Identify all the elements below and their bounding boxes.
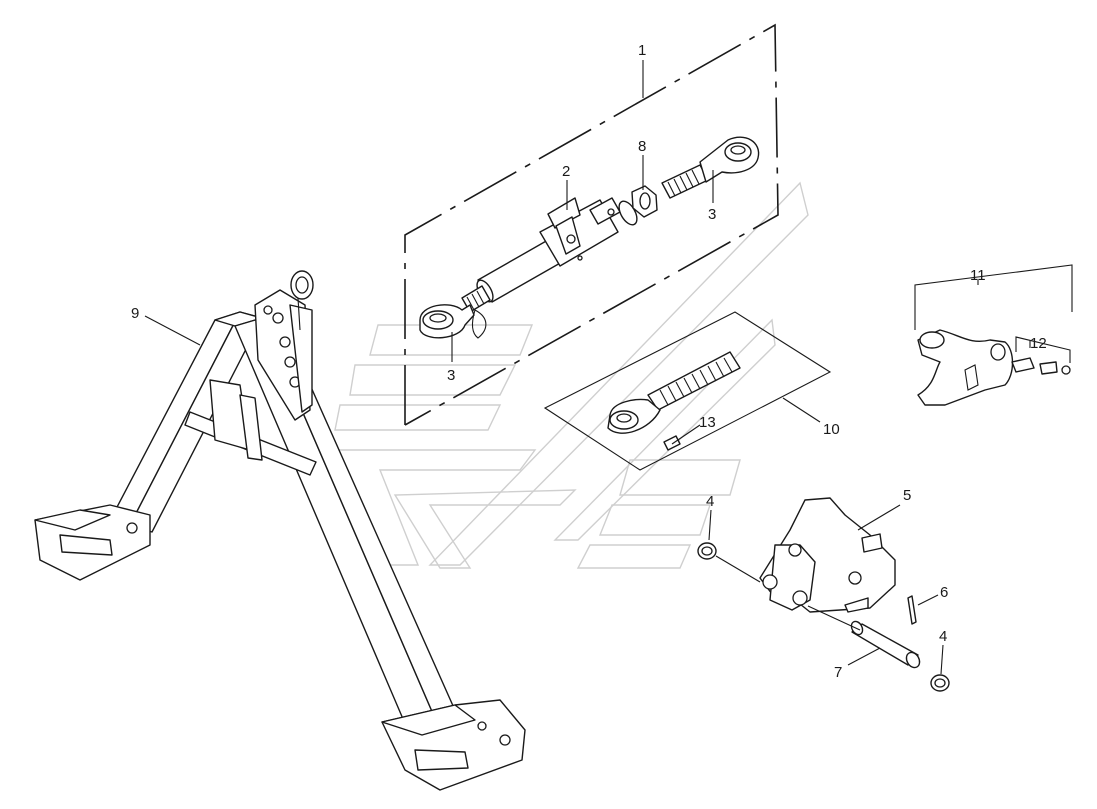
universal-joint-yoke [917,329,1014,406]
callout-10: 10 [823,421,840,438]
top-link-cylinder [461,197,638,339]
callout-8: 8 [638,138,646,155]
cotter-pin [907,595,917,625]
hitch-pin [850,620,921,669]
kit-frame-10 [543,311,832,471]
callout-6: 6 [940,584,948,601]
leader-lines [144,155,1031,675]
callout-3-upper: 3 [708,206,716,223]
callout-4-upper: 4 [706,493,714,510]
callout-13: 13 [699,414,716,431]
assembly-frame-1 [404,23,779,426]
callout-3-lower: 3 [447,367,455,384]
callout-7: 7 [834,664,842,681]
locking-bolt-kit [1011,336,1071,375]
grease-nipple [663,435,681,451]
callout-4-lower: 4 [939,628,947,645]
ball-joint-threaded-rod [607,351,741,434]
washer-upper [697,542,717,560]
callout-5: 5 [903,487,911,504]
callout-12: 12 [1030,335,1047,352]
ball-joint-eye-lower [419,304,475,339]
hitch-bracket [759,497,896,613]
hex-nut [631,185,658,218]
kit-bracket-11 [914,264,1073,330]
callout-11: 11 [970,267,986,284]
washer-lower [930,674,950,692]
callout-1: 1 [638,42,646,59]
a-frame-coupler [34,270,526,791]
callout-9: 9 [131,305,139,322]
callout-2: 2 [562,163,570,180]
ball-joint-eye-upper [661,136,760,199]
